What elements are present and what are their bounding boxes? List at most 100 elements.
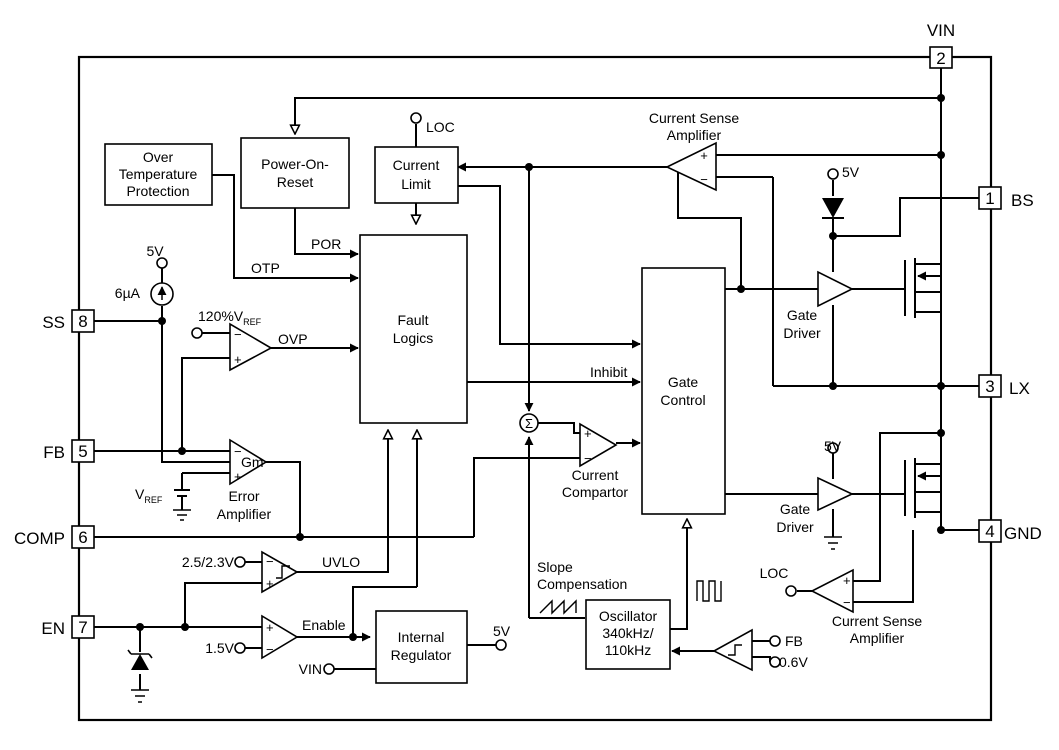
en-comp-plus: + (266, 620, 274, 635)
internal-regulator-line2: Regulator (391, 647, 452, 663)
gate-driver-low-line1: Gate (780, 501, 811, 517)
fault-logics-line2: Logics (393, 330, 433, 346)
current-sense-amplifier-bottom (810, 568, 854, 614)
current-limit-block (374, 146, 459, 204)
low-side-gate-driver (817, 476, 854, 512)
por-line1: Power-On- (261, 156, 329, 172)
loc-top-label: LOC (426, 119, 455, 135)
cs-amp-bottom-plus: + (843, 573, 851, 588)
cs-amp-top-line2: Amplifier (667, 127, 722, 143)
otp-line1: Over (143, 149, 174, 165)
regulator-out-label: 5V (493, 623, 511, 639)
pin-gnd-label: GND (1004, 524, 1042, 543)
hysteresis-icon (728, 644, 742, 656)
cs-amp-top-line1: Current Sense (649, 110, 739, 126)
pin-bs-label: BS (1011, 191, 1034, 210)
otp-line3: Protection (126, 183, 189, 199)
uvlo-ref-label: 2.5/2.3V (182, 554, 235, 570)
summing-node (519, 413, 539, 433)
zener-diode-icon (131, 654, 149, 670)
ground-icon (824, 536, 842, 550)
otp-signal-label: OTP (251, 260, 280, 276)
por-line2: Reset (277, 174, 314, 190)
pin-comp-number: 6 (78, 528, 87, 547)
error-amplifier (229, 438, 268, 486)
fault-logics-block (359, 234, 468, 424)
internal-regulator-line1: Internal (398, 629, 445, 645)
sawtooth-icon (539, 599, 577, 615)
ovp-ref-sub: REF (243, 317, 262, 327)
por-signal-label: POR (311, 236, 341, 252)
current-comp-plus: + (584, 426, 592, 441)
ss-5v-label: 5V (146, 243, 164, 259)
uvlo-signal-label: UVLO (322, 554, 360, 570)
uvlo-comparator (261, 550, 299, 594)
pin-comp (71, 525, 95, 549)
error-amp-plus: + (234, 469, 242, 484)
pin-lx-number: 3 (985, 377, 994, 396)
uvlo-minus: − (266, 554, 274, 569)
ovp-comparator (229, 322, 273, 372)
pin-en-label: EN (41, 619, 65, 638)
cs-amp-top-plus: + (700, 148, 708, 163)
current-limit-line2: Limit (401, 176, 431, 192)
pin-ss-number: 8 (78, 312, 87, 331)
current-comparator (579, 422, 618, 468)
junction-dots (136, 94, 945, 641)
ovp-minus: − (234, 327, 242, 342)
pin-gnd (978, 519, 1002, 543)
otp-line2: Temperature (119, 166, 198, 182)
open-terminals (156, 112, 839, 675)
hysteresis-icon (276, 565, 290, 579)
current-comp-minus: − (584, 451, 592, 466)
ovp-ref-label: 120%VREF (198, 308, 262, 327)
slope-comp-line1: Slope (537, 559, 573, 575)
bootstrap-diode-icon (822, 198, 844, 218)
over-temperature-protection-block (104, 143, 213, 206)
pin-fb-number: 5 (78, 442, 87, 461)
pin-vin (929, 46, 953, 69)
en-ref-label: 1.5V (205, 640, 234, 656)
vref-label: VREF (135, 486, 163, 505)
current-limit-line1: Current (393, 157, 440, 173)
error-amp-minus: − (234, 444, 242, 459)
error-amp-line2: Amplifier (217, 506, 272, 522)
enable-signal-label: Enable (302, 617, 346, 633)
inhibit-label: Inhibit (590, 364, 627, 380)
pin-bs (978, 186, 1002, 210)
pin-gnd-number: 4 (985, 522, 994, 541)
fb-ref-label: 0.6V (779, 654, 808, 670)
slope-comp-line2: Compensation (537, 576, 627, 592)
bs-5v-label: 5V (842, 164, 860, 180)
enable-comparator (261, 614, 299, 660)
ss-current-label: 6µA (115, 285, 141, 301)
vref-source-icon (174, 489, 190, 510)
oscillator-line1: Oscillator (599, 608, 658, 624)
gate-control-line1: Gate (668, 374, 699, 390)
gate-control-block (641, 267, 726, 515)
ovp-signal-label: OVP (278, 331, 308, 347)
oscillator-line2: 340kHz/ (602, 625, 653, 641)
gm-label: Gm (241, 454, 264, 470)
pin-fb-label: FB (43, 443, 65, 462)
high-side-gate-driver (817, 270, 854, 308)
oscillator-block (585, 599, 671, 670)
pin-ss-label: SS (42, 313, 65, 332)
error-amp-line1: Error (228, 488, 259, 504)
gate-driver-high-line1: Gate (787, 307, 818, 323)
loc-bottom-label: LOC (760, 565, 789, 581)
low-driver-5v-label: 5V (824, 438, 842, 454)
gate-driver-low-line2: Driver (776, 519, 814, 535)
vref-main: V (135, 486, 145, 502)
pin-comp-label: COMP (14, 529, 65, 548)
cs-amp-bottom-minus: − (843, 595, 851, 610)
cs-amp-bottom-line2: Amplifier (850, 630, 905, 646)
oscillator-line3: 110kHz (605, 642, 651, 658)
current-comp-line1: Current (572, 467, 619, 483)
pin-fb (71, 439, 95, 463)
pin-vin-label: VIN (927, 21, 955, 40)
vref-sub: REF (144, 495, 163, 505)
ground-icon (131, 689, 149, 703)
en-comp-minus: − (266, 642, 274, 657)
